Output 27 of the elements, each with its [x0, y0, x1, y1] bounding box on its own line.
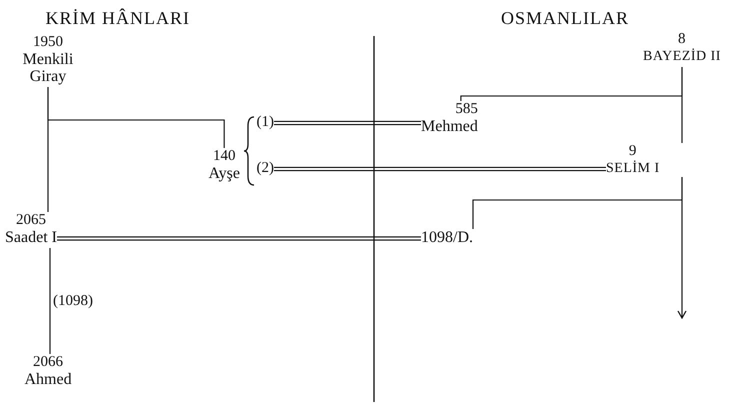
person-number: 8: [676, 31, 687, 48]
column-heading: KRİM HÂNLARI: [46, 8, 190, 29]
arrow: [677, 177, 687, 319]
person-number: 140: [212, 148, 236, 165]
person-number: 2065: [14, 212, 47, 229]
person-name: SELİM I: [606, 160, 660, 177]
column-heading: OSMANLILAR: [501, 8, 630, 29]
person-name: Saadet I: [5, 229, 57, 246]
person-number: 9: [628, 143, 638, 160]
person-name: Ahmed: [24, 371, 72, 388]
descent-line: [681, 67, 683, 143]
person-number: 2066: [32, 354, 64, 371]
marriage-number: (1): [256, 114, 274, 130]
marriage-number: (2): [256, 160, 274, 176]
person-name: Mehmed: [421, 118, 478, 135]
person-name: Ayşe: [208, 165, 240, 182]
person-name: Menkili Giray: [22, 51, 74, 85]
person-name: BAYEZİD II: [643, 48, 721, 65]
marriage-line: [273, 120, 422, 126]
descent-line: [47, 87, 49, 212]
person-name: 1098/D.: [421, 229, 473, 246]
edge-label: (1098): [53, 293, 93, 309]
person-number: 1950: [32, 34, 64, 51]
descent-line: [49, 248, 51, 354]
marriage-line: [273, 166, 607, 172]
marriage-line: [56, 236, 422, 241]
person-number: 585: [454, 101, 478, 118]
